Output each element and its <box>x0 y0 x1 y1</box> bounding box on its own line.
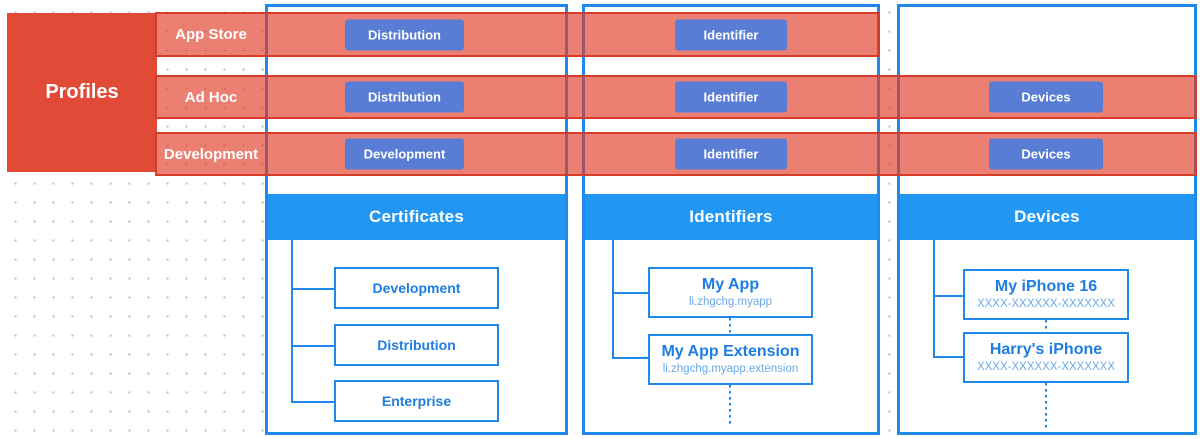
certificate-type-chip: Distribution <box>345 81 464 113</box>
tree-trunk-line <box>291 240 293 401</box>
node-title: My App <box>701 276 760 294</box>
node-subtitle: XXXX-XXXXXX-XXXXXXX <box>976 360 1116 373</box>
identifier-node-my-app-extension: My App Extension li.zhgchg.myapp.extensi… <box>648 334 813 385</box>
node-title: Enterprise <box>381 392 452 409</box>
certificate-type-chip: Distribution <box>345 19 464 50</box>
node-title: My iPhone 16 <box>994 278 1098 296</box>
dotted-connector-line <box>729 385 731 427</box>
profile-row-app-store: App Store Distribution Identifier <box>155 12 880 57</box>
profiles-panel: Profiles <box>7 13 157 172</box>
certificate-node-development: Development <box>334 267 499 309</box>
tree-branch-line <box>291 401 334 403</box>
identifier-chip: Identifier <box>675 19 787 50</box>
tree-branch-line <box>933 356 963 358</box>
profiles-panel-title: Profiles <box>45 81 119 103</box>
tree-branch-line <box>612 357 648 359</box>
node-title: Development <box>372 279 461 296</box>
tree-trunk-line <box>612 240 614 357</box>
node-title: Distribution <box>377 336 456 353</box>
device-node-harrys-iphone: Harry's iPhone XXXX-XXXXXX-XXXXXXX <box>963 332 1129 383</box>
certificate-node-enterprise: Enterprise <box>334 380 499 422</box>
node-subtitle: XXXX-XXXXXX-XXXXXXX <box>976 297 1116 310</box>
node-subtitle: li.zhgchg.myapp.extension <box>662 362 799 375</box>
devices-column: Devices My iPhone 16 XXXX-XXXXXX-XXXXXXX… <box>897 4 1197 435</box>
devices-column-header: Devices <box>900 194 1194 240</box>
profile-row-label: Development <box>163 145 259 163</box>
tree-branch-line <box>291 345 334 347</box>
devices-chip: Devices <box>989 138 1103 170</box>
tree-branch-line <box>291 288 334 290</box>
tree-branch-line <box>612 292 648 294</box>
certificate-type-chip: Development <box>345 138 464 170</box>
node-subtitle: li.zhgchg.myapp <box>688 295 773 308</box>
profile-row-label: Ad Hoc <box>184 88 238 106</box>
certificates-column-header: Certificates <box>268 194 565 240</box>
identifier-chip: Identifier <box>675 81 787 113</box>
dotted-connector-line <box>1045 383 1047 430</box>
identifiers-column-header: Identifiers <box>585 194 877 240</box>
certificates-column: Certificates Development Distribution En… <box>265 4 568 435</box>
tree-branch-line <box>933 295 963 297</box>
identifiers-column: Identifiers My App li.zhgchg.myapp My Ap… <box>582 4 880 435</box>
profile-row-ad-hoc: Ad Hoc Distribution Identifier Devices <box>155 75 1197 119</box>
device-node-my-iphone-16: My iPhone 16 XXXX-XXXXXX-XXXXXXX <box>963 269 1129 320</box>
profile-row-label: App Store <box>175 26 247 43</box>
dotted-connector-line <box>729 318 731 334</box>
node-title: My App Extension <box>661 343 800 361</box>
devices-chip: Devices <box>989 81 1103 113</box>
node-title: Harry's iPhone <box>989 341 1103 359</box>
identifier-chip: Identifier <box>675 138 787 170</box>
profile-row-development: Development Development Identifier Devic… <box>155 132 1197 176</box>
dotted-connector-line <box>1045 320 1047 332</box>
certificate-node-distribution: Distribution <box>334 324 499 366</box>
tree-trunk-line <box>933 240 935 356</box>
identifier-node-my-app: My App li.zhgchg.myapp <box>648 267 813 318</box>
